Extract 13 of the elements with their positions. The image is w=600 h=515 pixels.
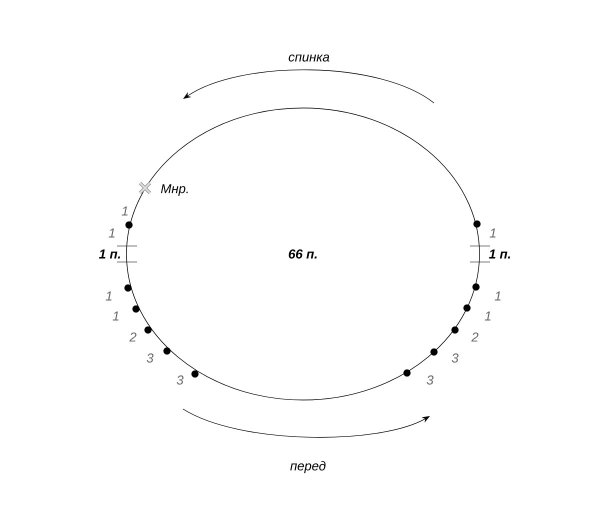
stitch-count: 3 xyxy=(176,375,184,385)
stitch-count: 1 xyxy=(122,206,128,216)
stitch-count: 1 xyxy=(106,292,112,300)
stitch-count: 3 xyxy=(146,353,154,363)
direction-label: спинка xyxy=(288,54,330,62)
stitch-count: 3 xyxy=(426,375,434,385)
marker-label: Мнр. xyxy=(161,184,188,196)
stitch-count: 1 xyxy=(494,292,501,300)
stitch-count: 3 xyxy=(452,353,458,363)
stitch-count: 1 xyxy=(108,228,115,238)
direction-label: перед xyxy=(290,460,326,474)
stitch-count: 2 xyxy=(129,332,136,342)
stitch-count: 2 xyxy=(471,332,478,342)
